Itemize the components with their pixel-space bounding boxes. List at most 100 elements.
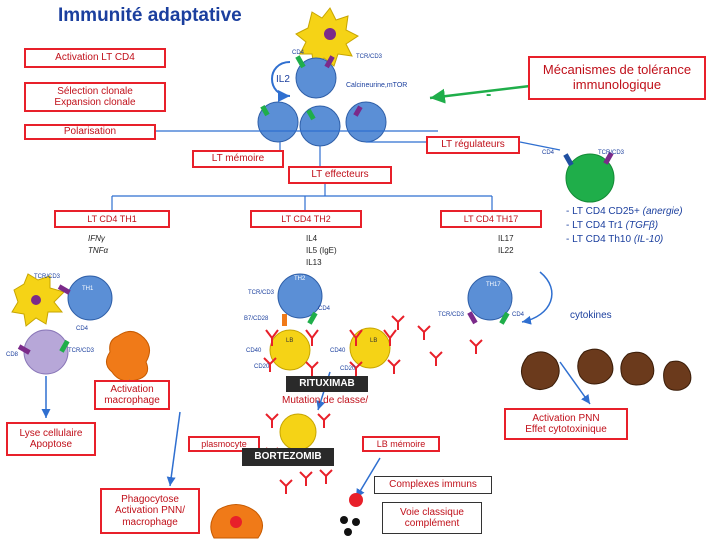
label-tcr-th17: TCR/CD3 — [438, 312, 465, 318]
calcineurine-label: Calcineurine,mTOR — [346, 82, 408, 89]
label-cd40-1: CD40 — [246, 348, 262, 354]
b-cell-1 — [269, 329, 311, 371]
label-tcr-th2: TCR/CD3 — [248, 290, 275, 296]
t-cell-middle — [299, 105, 341, 147]
connector-treg — [519, 141, 561, 151]
th2-cd4 — [307, 311, 318, 325]
lyse-line-2: Apoptose — [29, 439, 73, 450]
label-tcr-top: TCR/CD3 — [356, 54, 383, 60]
cd8-tcr — [59, 339, 70, 353]
label-cd4-th17: CD4 — [512, 312, 525, 318]
treg-item-2: - LT CD4 Tr1 (TGFβ) — [566, 220, 658, 231]
th17-cell — [467, 275, 513, 321]
th17-tcr — [467, 311, 478, 325]
cytokines-label: cytokines — [570, 310, 612, 321]
th2-cytokine-2: IL5 (IgE) — [306, 246, 337, 255]
complex-dot-3 — [344, 528, 352, 536]
label-cd40-2: CD40 — [330, 348, 346, 354]
macrophage-cell — [106, 331, 150, 382]
lt-regulateurs-box: LT régulateurs — [426, 136, 520, 154]
treg-item-2-detail: (TGFβ) — [625, 220, 659, 231]
label-lb-2: LB — [370, 338, 378, 344]
phagocytose-line-3: macrophage — [122, 516, 178, 528]
label-th2: TH2 — [294, 276, 306, 282]
treg-tcr — [603, 151, 614, 165]
voie-line-2: complément — [404, 518, 460, 529]
arrow-phagocytose — [166, 411, 181, 487]
label-tcr-treg: TCR/CD3 — [598, 150, 625, 156]
tolerance-line-2: immunologique — [572, 77, 662, 92]
minus-sign: - — [486, 86, 492, 103]
label-cd4-th2: CD4 — [318, 306, 331, 312]
activation-pnn-line-2: Effet cytotoxinique — [525, 424, 607, 435]
treg-cell — [565, 153, 615, 203]
treg-item-1-name: - LT CD4 CD25+ — [566, 206, 643, 217]
activation-macrophage-line-1: Activation — [110, 383, 154, 395]
label-tcr-th1: TCR/CD3 — [34, 274, 61, 280]
th2-cytokine-1: IL4 — [306, 234, 318, 243]
tolerance-line-1: Mécanismes de tolérance — [542, 62, 692, 78]
lyse-line-1: Lyse cellulaire — [19, 427, 83, 439]
th1-cell — [67, 275, 113, 321]
antibody-y-shapes — [263, 315, 483, 376]
il2-loop-arrow — [271, 61, 291, 102]
label-cd4-left: CD4 — [76, 326, 89, 332]
arrow-complexes — [355, 457, 381, 499]
cd8-cell — [23, 329, 69, 375]
label-tcr-left: TCR/CD3 — [68, 348, 95, 354]
activation-macrophage-line-2: macrophage — [104, 395, 160, 406]
th17-cytokine-2: IL22 — [498, 246, 514, 255]
arrow-pnn — [559, 361, 591, 405]
cd8-receptor — [17, 344, 31, 355]
activation-pnn-line-1: Activation PNN — [532, 412, 600, 424]
lt-cd4-th1-box: LT CD4 TH1 — [54, 210, 170, 228]
label-lb-1: LB — [286, 338, 294, 344]
selection-line-1: Sélection clonale — [57, 85, 133, 97]
cytokines-arrow — [521, 271, 553, 325]
selection-line-2: Expansion clonale — [54, 97, 136, 108]
tolerance-arrow — [429, 84, 531, 104]
rituximab-badge: RITUXIMAB — [286, 376, 368, 392]
th1-cytokine-2: TNFα — [88, 246, 109, 255]
th17-cytokine-1: IL17 — [498, 234, 514, 243]
selection-box: Sélection clonale Expansion clonale — [24, 82, 166, 112]
phagocytose-box: Phagocytose Activation PNN/ macrophage — [100, 488, 200, 534]
phagocyte-complex — [230, 516, 242, 528]
lt-cd4-th17-box: LT CD4 TH17 — [440, 210, 542, 228]
label-th1: TH1 — [82, 286, 94, 292]
tolerance-box: Mécanismes de tolérance immunologique — [528, 56, 706, 100]
activation-lt-cd4-box: Activation LT CD4 — [24, 48, 166, 68]
phagocytose-line-1: Phagocytose — [121, 493, 179, 505]
tcr-receptor — [324, 55, 335, 69]
label-b7: B7/CD28 — [244, 316, 269, 322]
lb-memoire-box: LB mémoire — [362, 436, 440, 452]
treg-item-2-name: - LT CD4 Tr1 — [566, 220, 626, 231]
label-cd8: CD8 — [6, 352, 19, 358]
receptor-cell-left — [260, 105, 270, 117]
voie-box: Voie classique complément — [382, 502, 482, 534]
bortezomib-badge: BORTEZOMIB — [242, 448, 334, 466]
treg-item-3-name: - LT CD4 Th10 — [566, 234, 634, 245]
dendritic-cell-top-nucleus — [324, 28, 336, 40]
t-cell-right — [345, 101, 387, 143]
dendritic-cell-left-nucleus — [31, 295, 41, 305]
page-title: Immunité adaptative — [58, 5, 242, 26]
pnn-cells — [521, 348, 692, 391]
treg-item-3: - LT CD4 Th10 (IL-10) — [566, 234, 663, 245]
label-cd20-1: CD20 — [254, 364, 270, 370]
th2-b7 — [282, 314, 287, 326]
complex-dot-1 — [340, 516, 348, 524]
complexes-box: Complexes immuns — [374, 476, 492, 494]
complex-red — [349, 493, 363, 507]
treg-item-3-detail: (IL-10) — [633, 234, 664, 245]
label-cd20-2: CD20 — [340, 366, 356, 372]
th2-cytokine-3: IL13 — [306, 258, 322, 267]
lt-cd4-th2-box: LT CD4 TH2 — [250, 210, 362, 228]
activation-pnn-box: Activation PNN Effet cytotoxinique — [504, 408, 628, 440]
receptor-cell-middle — [306, 109, 316, 121]
lyse-box: Lyse cellulaire Apoptose — [6, 422, 96, 456]
phagocytose-line-2: Activation PNN/ — [114, 505, 186, 517]
il2-label: IL2 — [276, 74, 290, 85]
mutation-label: Mutation de classe/ — [282, 395, 369, 406]
